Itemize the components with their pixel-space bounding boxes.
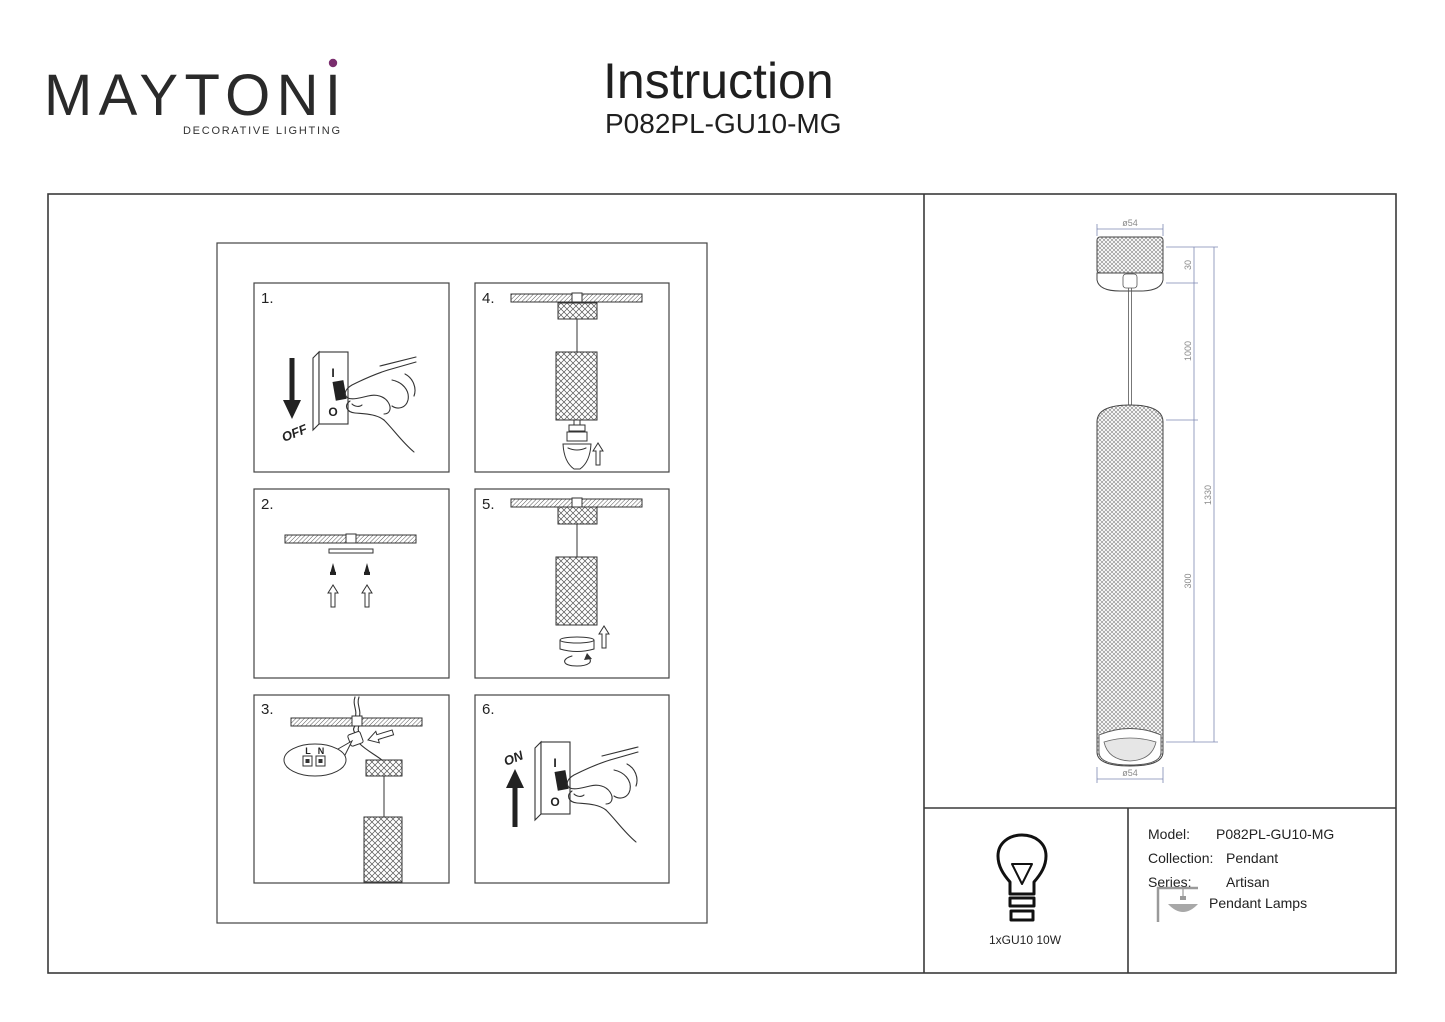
dim-overall-height: 1330 bbox=[1203, 485, 1213, 505]
trim-ring bbox=[559, 636, 595, 652]
down-arrow-icon bbox=[283, 358, 301, 419]
step-5: 5. bbox=[474, 488, 670, 679]
dim-body-height: 300 bbox=[1183, 573, 1193, 588]
step-6-action: ON bbox=[502, 747, 526, 768]
dimension-lines bbox=[1096, 224, 1218, 783]
ceiling-outlet bbox=[571, 292, 583, 303]
lamp-body bbox=[555, 351, 598, 421]
ceiling-outlet bbox=[571, 497, 583, 508]
socket-spec: 1xGU10 10W bbox=[989, 933, 1062, 947]
lamp-wire bbox=[359, 743, 383, 761]
rotate-arrow-icon bbox=[564, 653, 592, 667]
step-1-frame bbox=[253, 282, 450, 473]
dim-canopy-diameter: ø54 bbox=[1122, 218, 1138, 228]
technical-drawing: ø54 ø54 30 1000 300 1330 bbox=[1096, 218, 1218, 783]
switch-off-mark: O bbox=[550, 795, 559, 809]
page-title: Instruction bbox=[603, 53, 834, 109]
drawing-cord bbox=[1128, 288, 1132, 406]
spec-collection-value: Pendant bbox=[1226, 850, 1278, 866]
gu10-bulb-icon bbox=[562, 420, 592, 470]
step-2-label: 2. bbox=[261, 496, 274, 513]
logo-wordmark: MAYTONI bbox=[44, 63, 341, 128]
up-arrow-icon bbox=[506, 769, 524, 827]
switch-on-mark: I bbox=[331, 366, 334, 380]
canopy bbox=[557, 302, 598, 320]
spec-series-value: Artisan bbox=[1226, 874, 1270, 890]
switch-off-mark: O bbox=[328, 405, 337, 419]
spec-collection-label: Collection: bbox=[1148, 850, 1213, 866]
bulb-icon bbox=[996, 833, 1048, 922]
drawing-canopy bbox=[1096, 236, 1164, 292]
lamp-body bbox=[555, 556, 598, 626]
spec-model-label: Model: bbox=[1148, 826, 1190, 842]
canopy bbox=[557, 506, 598, 525]
step-6-label: 6. bbox=[482, 701, 495, 718]
step-1-label: 1. bbox=[261, 290, 274, 307]
dim-body-diameter: ø54 bbox=[1122, 768, 1138, 778]
wiring-callout: L N bbox=[283, 739, 354, 777]
lamp-body bbox=[363, 816, 403, 883]
ceiling-outlet bbox=[345, 533, 357, 544]
spec-model-value: P082PL-GU10-MG bbox=[1216, 826, 1334, 842]
canopy bbox=[365, 759, 403, 777]
main-frame bbox=[47, 193, 1397, 974]
pendant-lamp-icon bbox=[1156, 886, 1198, 922]
mounting-plate bbox=[328, 548, 374, 554]
step-3: 3. L N bbox=[253, 694, 450, 884]
step-1: 1. OFF I O bbox=[253, 282, 450, 473]
step-4-label: 4. bbox=[482, 290, 495, 307]
logo-dot bbox=[328, 58, 338, 68]
logo-tagline: DECORATIVE LIGHTING bbox=[183, 125, 340, 137]
spec-table: Model: P082PL-GU10-MG Collection: Pendan… bbox=[1148, 826, 1334, 922]
dim-cord-length: 1000 bbox=[1183, 341, 1193, 361]
dim-canopy-height: 30 bbox=[1183, 260, 1193, 270]
pointer-arrow-icon bbox=[367, 729, 395, 744]
spec-category: Pendant Lamps bbox=[1209, 895, 1307, 911]
step-5-label: 5. bbox=[482, 496, 495, 513]
brand-logo: MAYTONI DECORATIVE LIGHTING bbox=[44, 58, 341, 137]
step-2-frame bbox=[253, 488, 450, 679]
switch-on-mark: I bbox=[553, 756, 556, 770]
model-code: P082PL-GU10-MG bbox=[605, 108, 842, 139]
step-4: 4. bbox=[474, 282, 670, 473]
step-2: 2. bbox=[253, 488, 450, 679]
terminal-live-label: L bbox=[305, 746, 311, 756]
ceiling-outlet bbox=[351, 715, 363, 727]
step-3-label: 3. bbox=[261, 701, 274, 718]
step-6: 6. ON I O bbox=[474, 694, 670, 884]
spec-series-label: Series: bbox=[1148, 874, 1192, 890]
terminal-neutral-label: N bbox=[318, 746, 325, 756]
drawing-body bbox=[1096, 404, 1164, 767]
